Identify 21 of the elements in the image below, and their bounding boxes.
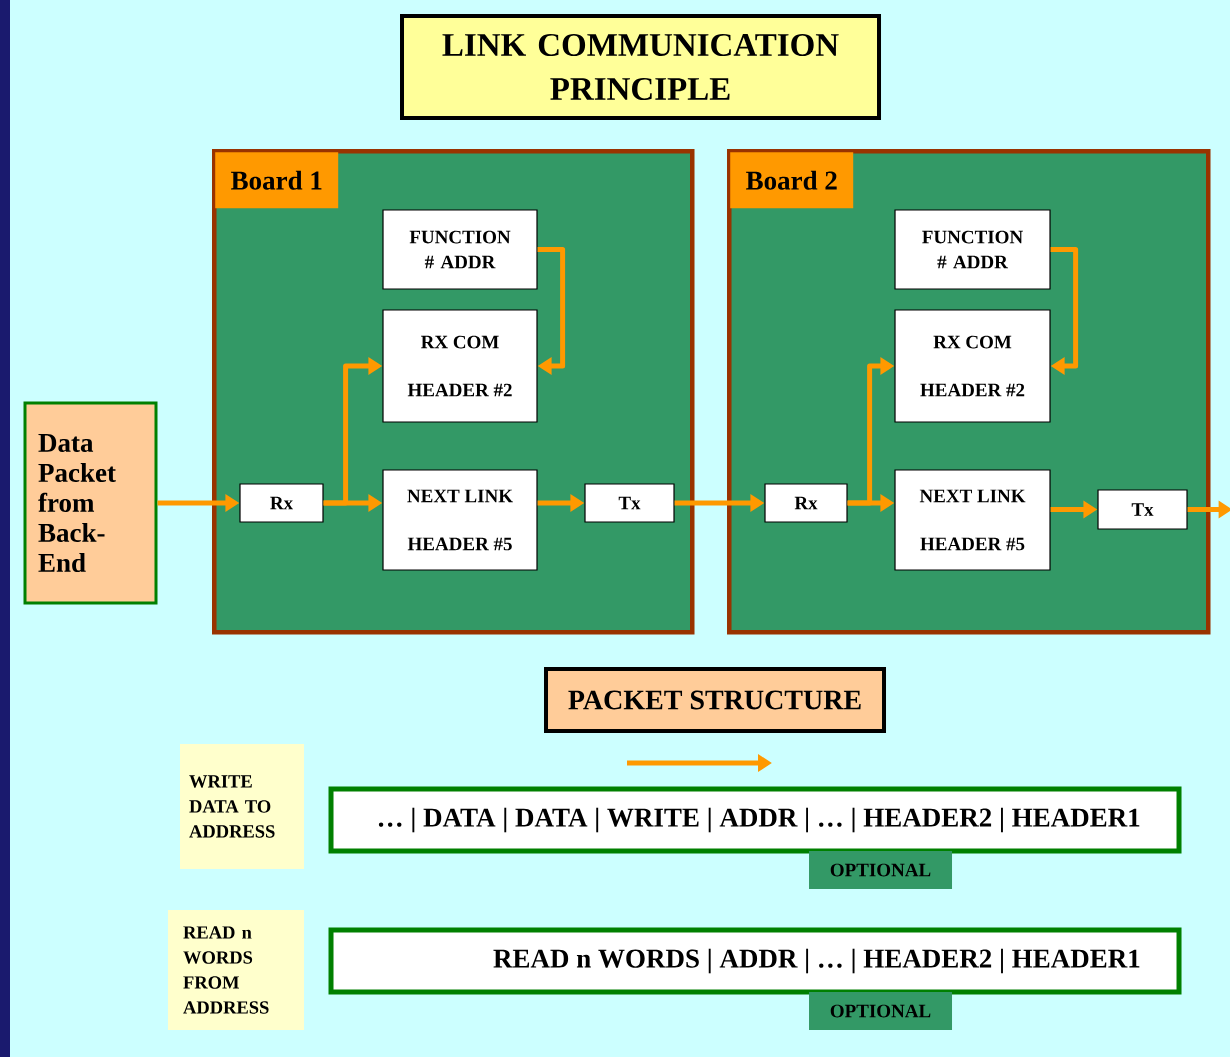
header-box: RX COM HEADER #2 [894, 309, 1051, 423]
packet-bar: READ n WORDS | ADDR | … | HEADER2 | HEADER1 [328, 927, 1182, 995]
optional-tag: OPTIONAL [809, 851, 952, 889]
function-box: FUNCTION # ADDR [894, 209, 1051, 290]
optional-tag: OPTIONAL [809, 992, 952, 1030]
note-box: WRITE DATA TO ADDRESS [180, 744, 304, 869]
arrow [1050, 247, 1079, 376]
port-box: Tx [1097, 489, 1188, 530]
source-box: Data Packet from Back-End [23, 401, 158, 605]
port-box: Tx [584, 483, 675, 523]
port-box: Rx [239, 483, 324, 523]
arrow [537, 247, 566, 376]
function-box: FUNCTION # ADDR [382, 209, 538, 290]
title-box: LINK COMMUNICATION PRINCIPLE [400, 14, 881, 120]
header-box: NEXT LINK HEADER #5 [894, 469, 1051, 571]
packet-bar: … | DATA | DATA | WRITE | ADDR | … | HEADER2 | HEADER1 [328, 786, 1182, 854]
header-box: RX COM HEADER #2 [382, 309, 538, 423]
header-box: NEXT LINK HEADER #5 [382, 469, 538, 571]
port-box: Rx [764, 483, 848, 523]
note-box: READ n WORDS FROM ADDRESS [168, 910, 304, 1030]
section-title-box: PACKET STRUCTURE [544, 667, 886, 733]
